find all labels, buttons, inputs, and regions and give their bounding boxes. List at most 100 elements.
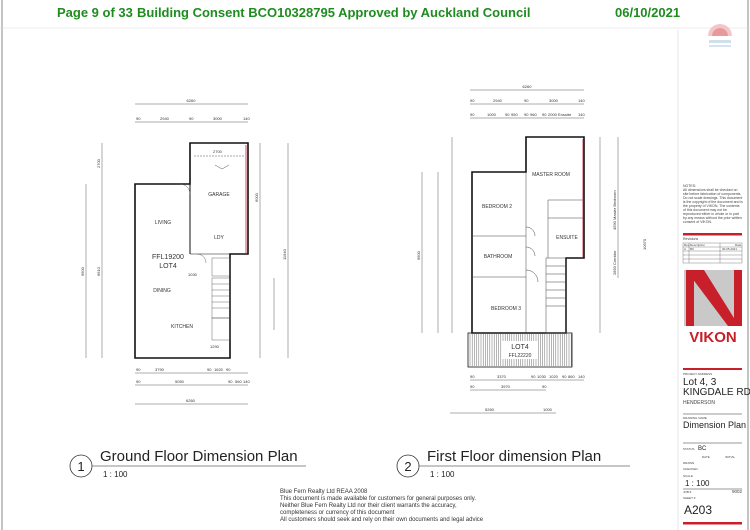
rev-header: Date	[735, 243, 742, 247]
gf-dim-bottom: 5050	[175, 379, 185, 384]
status-value: BC	[698, 446, 707, 452]
scale-label: SCALE	[683, 474, 693, 478]
gf-dim-top: 90	[136, 116, 141, 121]
room-laundry: LDY	[214, 235, 224, 241]
room-dining: DINING	[153, 288, 171, 294]
gf-dim-top: 140	[243, 116, 250, 121]
ff-dim-right-corridor: 2850 Corridor	[612, 250, 617, 275]
gf-plan-scale: 1 : 100	[103, 470, 128, 479]
project-address-label: PROJECT ADDRESS	[683, 372, 712, 376]
rev-header: Rev	[684, 243, 690, 247]
gf-lot-label: LOT4	[159, 263, 177, 270]
auckland-council-logo-icon	[708, 24, 732, 47]
ff-dim-top2: 90	[505, 112, 510, 117]
room-bathroom: BATHROOM	[484, 254, 513, 260]
ff-dim-top2: 950	[511, 112, 518, 117]
ff-dim-bottom: 3370	[497, 374, 507, 379]
gf-dim-1290: 1290	[210, 344, 220, 349]
gf-dim-bottom: 90	[136, 367, 141, 372]
ff-ffl-label: FFL22220	[509, 353, 532, 359]
gf-plan-title: Ground Floor Dimension Plan	[100, 448, 298, 465]
ff-dim-bottom: 1020	[549, 374, 559, 379]
rev-cell: 30.05.2021	[722, 247, 737, 251]
gf-dim-top: 3000	[213, 116, 223, 121]
gf-dim-bottom: 1620	[214, 367, 224, 372]
address-line-2: KINGDALE RD	[683, 387, 750, 398]
ff-dim-bottom: 860	[568, 374, 575, 379]
drawing-name: Dimension Plan	[683, 420, 746, 430]
gf-dim-left: 6610	[96, 266, 101, 276]
ff-dim-top: 90	[470, 98, 475, 103]
ff-dim-bottom: 90	[562, 374, 567, 379]
job-number: 9002	[732, 489, 743, 494]
page-number: Page 9 of 33	[57, 5, 133, 20]
ground-floor-plan: 6260 90 2940 90 3000 140 2700 1030 1290 …	[80, 98, 289, 405]
ff-dim-top: 90	[524, 98, 529, 103]
ff-dim-left: 9600	[416, 250, 421, 260]
gf-dim-bottom: 90	[207, 367, 212, 372]
address-line-1: Lot 4, 3	[683, 377, 717, 388]
ff-dim-overall-width: 6260	[523, 84, 533, 89]
ff-dim-bottom: 90	[470, 374, 475, 379]
gf-dim-top: 2940	[160, 116, 170, 121]
gf-ffl-label: FFL19200	[152, 254, 184, 261]
initial-label: INITIAL	[725, 455, 736, 459]
job-label: JOB #	[683, 490, 692, 494]
consent-text: Building Consent BCO10328795 Approved by…	[137, 5, 531, 20]
ff-dim-top2: 140	[578, 112, 585, 117]
ff-dim-right-master: 4590 Master Bedroom	[612, 190, 617, 230]
gf-dim-bottom-overall: 6260	[186, 398, 196, 403]
consent-date: 06/10/2021	[615, 5, 681, 20]
gf-dim-bottom: 90	[136, 379, 141, 384]
ff-dim-top2: 960	[530, 112, 537, 117]
sheet-label: SHEET #	[683, 496, 696, 500]
room-garage: GARAGE	[208, 192, 230, 198]
gf-plan-number: 1	[77, 459, 84, 474]
notes-label: NOTES:	[683, 184, 696, 188]
ff-dim-bottom: 1030	[537, 374, 547, 379]
ff-dim-top2: 90	[470, 112, 475, 117]
vikon-wordmark: VIKON	[689, 329, 737, 346]
ff-dim-bottom2: 90	[542, 384, 547, 389]
rev-cell: A	[684, 247, 686, 251]
ff-dim-top: 2940	[493, 98, 503, 103]
gf-dim-bottom: 560	[235, 379, 242, 384]
ff-dim-bottom2: 3970	[501, 384, 511, 389]
ff-dim-5260: 5260	[485, 407, 495, 412]
rev-header: Description	[690, 243, 705, 247]
ff-dim-top2: 1000	[487, 112, 497, 117]
gf-dim-top: 90	[189, 116, 194, 121]
ff-dim-top: 3000	[549, 98, 559, 103]
ff-dim-top2: 2000 Ensuite	[548, 112, 572, 117]
title-block: NOTES: All dimensions shall be checked o…	[677, 30, 750, 530]
date-label: DATE	[702, 455, 710, 459]
status-label: STATUS	[683, 447, 694, 451]
sheet-number: A203	[684, 503, 712, 517]
ff-dim-top2: 90	[524, 112, 529, 117]
scale-value: 1 : 100	[685, 479, 710, 488]
room-kitchen: KITCHEN	[171, 324, 193, 330]
ff-dim-bottom: 140	[578, 374, 585, 379]
gf-dim-garage-door: 2700	[213, 149, 223, 154]
room-ensuite: ENSUITE	[556, 235, 578, 241]
room-bedroom-3: BEDROOM 3	[491, 306, 521, 312]
checked-label: CHECKED	[683, 467, 699, 471]
vikon-logo: VIKON	[684, 270, 742, 346]
room-bedroom-2: BEDROOM 2	[482, 204, 512, 210]
gf-dim-bottom: 140	[243, 379, 250, 384]
gf-dim-left: 2700	[96, 158, 101, 168]
gf-dim-overall-width: 6260	[187, 98, 197, 103]
drawing-name-label: DRAWING NAME	[683, 416, 707, 420]
gf-dim-bottom: 3790	[155, 367, 165, 372]
ff-dim-bottom: 90	[531, 374, 536, 379]
gf-dim-bottom: 90	[228, 379, 233, 384]
ground-floor-title: 1 Ground Floor Dimension Plan 1 : 100	[69, 448, 306, 479]
ff-plan-title: First Floor dimension Plan	[427, 448, 601, 465]
disclaimer-text: Blue Fern Realty Ltd REAA 2008 This docu…	[280, 489, 484, 523]
ff-lot-label: LOT4	[511, 344, 529, 351]
room-living: LIVING	[155, 220, 172, 226]
gf-dim-right: 6000	[254, 192, 259, 202]
ff-plan-scale: 1 : 100	[430, 470, 455, 479]
first-floor-title: 2 First Floor dimension Plan 1 : 100	[396, 448, 630, 479]
